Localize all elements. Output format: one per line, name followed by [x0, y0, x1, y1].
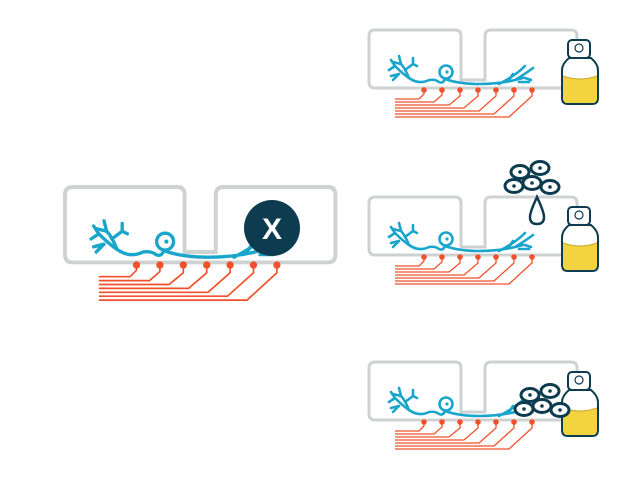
cell-cluster-icon [505, 162, 559, 194]
vial-icon [561, 371, 599, 437]
panel-vial [367, 28, 599, 119]
panel-cells-added [367, 162, 599, 286]
cell-cluster-icon [515, 385, 569, 417]
inhibitor-circle [244, 200, 300, 256]
mea-device [367, 195, 579, 286]
inhibitor-marker: X [244, 200, 300, 256]
drop-icon [528, 194, 546, 226]
inhibitor-label: X [262, 213, 282, 246]
mea-device [367, 28, 579, 119]
panel-inhibitor: X [63, 185, 338, 303]
vial-icon [561, 39, 599, 105]
vial-icon [561, 206, 599, 272]
panel-cells-cocultured [367, 360, 599, 451]
